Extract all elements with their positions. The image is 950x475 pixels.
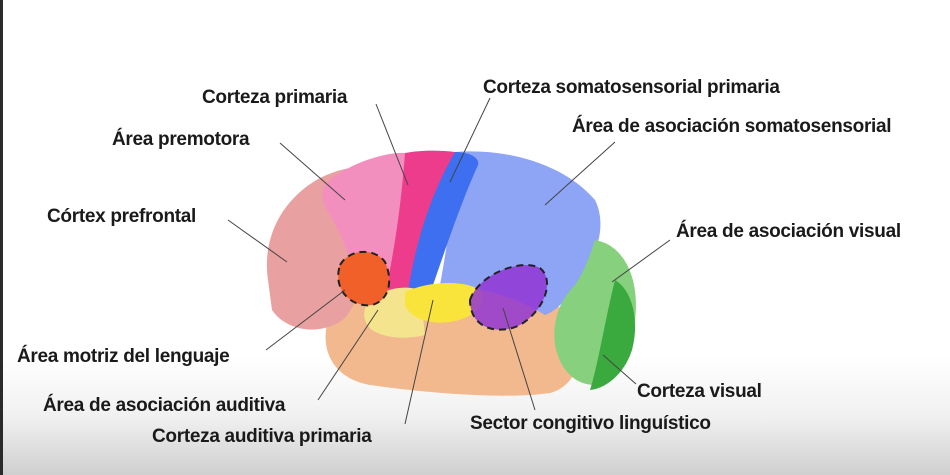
label-corteza-primaria: Corteza primaria [202,87,348,108]
label-sector-cognitivo-linguistico: Sector congitivo linguístico [470,413,711,434]
broca-area [337,250,391,307]
label-area-motriz-lenguaje: Área motriz del lenguaje [17,346,230,367]
leader-lines [227,97,671,425]
label-corteza-visual: Corteza visual [637,381,762,402]
auditory-primary-cortex [405,283,483,323]
somatosensory-primary-cortex [408,152,479,292]
label-corteza-somatosensorial-primaria: Corteza somatosensorial primaria [483,77,780,98]
visual-cortex [590,280,636,390]
label-area-asociacion-visual: Área de asociación visual [676,221,901,242]
primary-motor-cortex [385,150,455,295]
label-area-asociacion-somatosensorial: Área de asociación somatosensorial [572,116,892,137]
somatosensory-association-area [440,151,601,315]
label-area-asociacion-auditiva: Área de asociación auditiva [43,395,286,416]
label-corteza-auditiva-primaria: Corteza auditiva primaria [152,426,372,447]
label-cortex-prefrontal: Córtex prefrontal [47,206,197,227]
window-edge [0,0,3,475]
label-area-premotora: Área premotora [112,129,250,150]
wernicke-area [468,264,549,331]
